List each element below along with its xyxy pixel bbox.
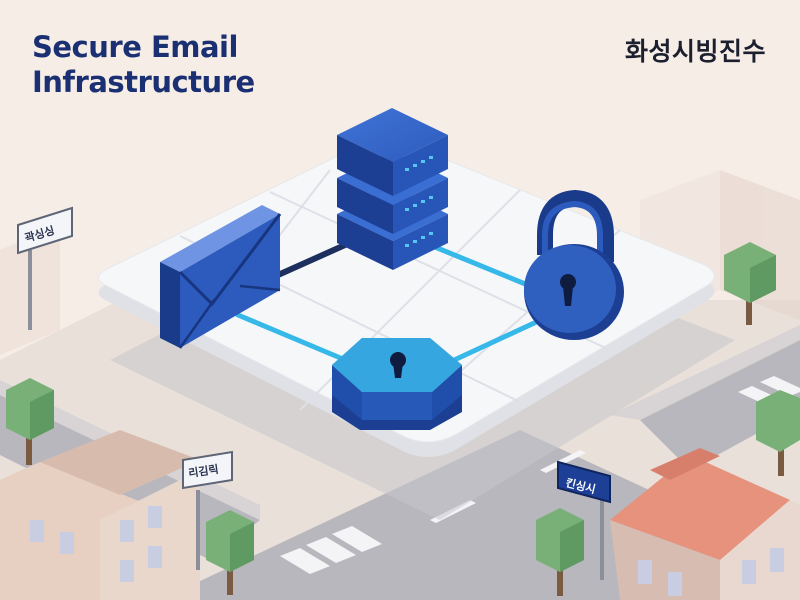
network-connectors (235, 242, 548, 365)
tree-left (6, 378, 54, 465)
building-bottom-left (0, 430, 200, 600)
building-bottom-right (610, 448, 800, 600)
tree-bottom-center (206, 510, 254, 595)
padlock-icon (524, 189, 624, 340)
title-line-1: Secure Email (32, 30, 238, 64)
shield-keyhole-icon (332, 338, 462, 430)
street-sign-left-bottom: 리김릭 (182, 450, 233, 570)
tree-right-top (724, 242, 776, 325)
envelope-icon (160, 205, 282, 349)
street-sign-right: 킨싱시 (557, 460, 611, 580)
server-stack-icon (337, 108, 448, 270)
page-title: Secure Email Infrastructure (32, 30, 255, 101)
title-line-2: Infrastructure (32, 65, 255, 100)
sign-left-bottom-label: 리김릭 (187, 462, 219, 480)
tree-bottom-right (536, 508, 584, 596)
korean-title: 화성시빙진수 (624, 37, 766, 66)
street-sign-left-top: 곽싱싱 (17, 206, 73, 330)
tree-far-right (756, 390, 800, 476)
